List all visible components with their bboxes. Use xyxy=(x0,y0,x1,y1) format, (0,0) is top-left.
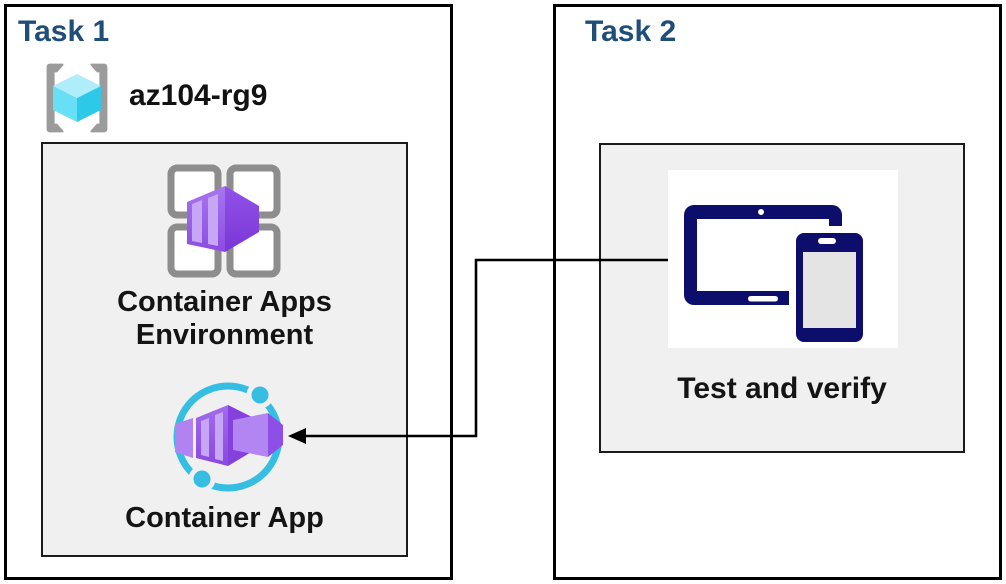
task2-box: Task 2 Test and verify xyxy=(553,4,1002,580)
container-app-icon xyxy=(173,381,283,493)
resource-group-icon xyxy=(46,63,108,133)
environment-label-line1: Container Apps xyxy=(117,286,332,318)
task1-panel: Container Apps Environment xyxy=(41,142,408,557)
task2-panel: Test and verify xyxy=(599,143,965,453)
environment-label: Container Apps Environment xyxy=(43,286,406,352)
container-app-label: Container App xyxy=(125,502,324,534)
environment-label-line2: Environment xyxy=(135,319,314,351)
devices-icon xyxy=(684,205,870,348)
task1-title: Task 1 xyxy=(18,15,110,48)
resource-group-name: az104-rg9 xyxy=(129,79,268,112)
test-verify-icon-box xyxy=(668,170,898,348)
container-apps-environment-icon xyxy=(167,164,281,278)
task2-title: Task 2 xyxy=(585,15,677,48)
task1-box: Task 1 az104-rg9 xyxy=(4,4,453,580)
test-and-verify-label: Test and verify xyxy=(677,372,887,405)
